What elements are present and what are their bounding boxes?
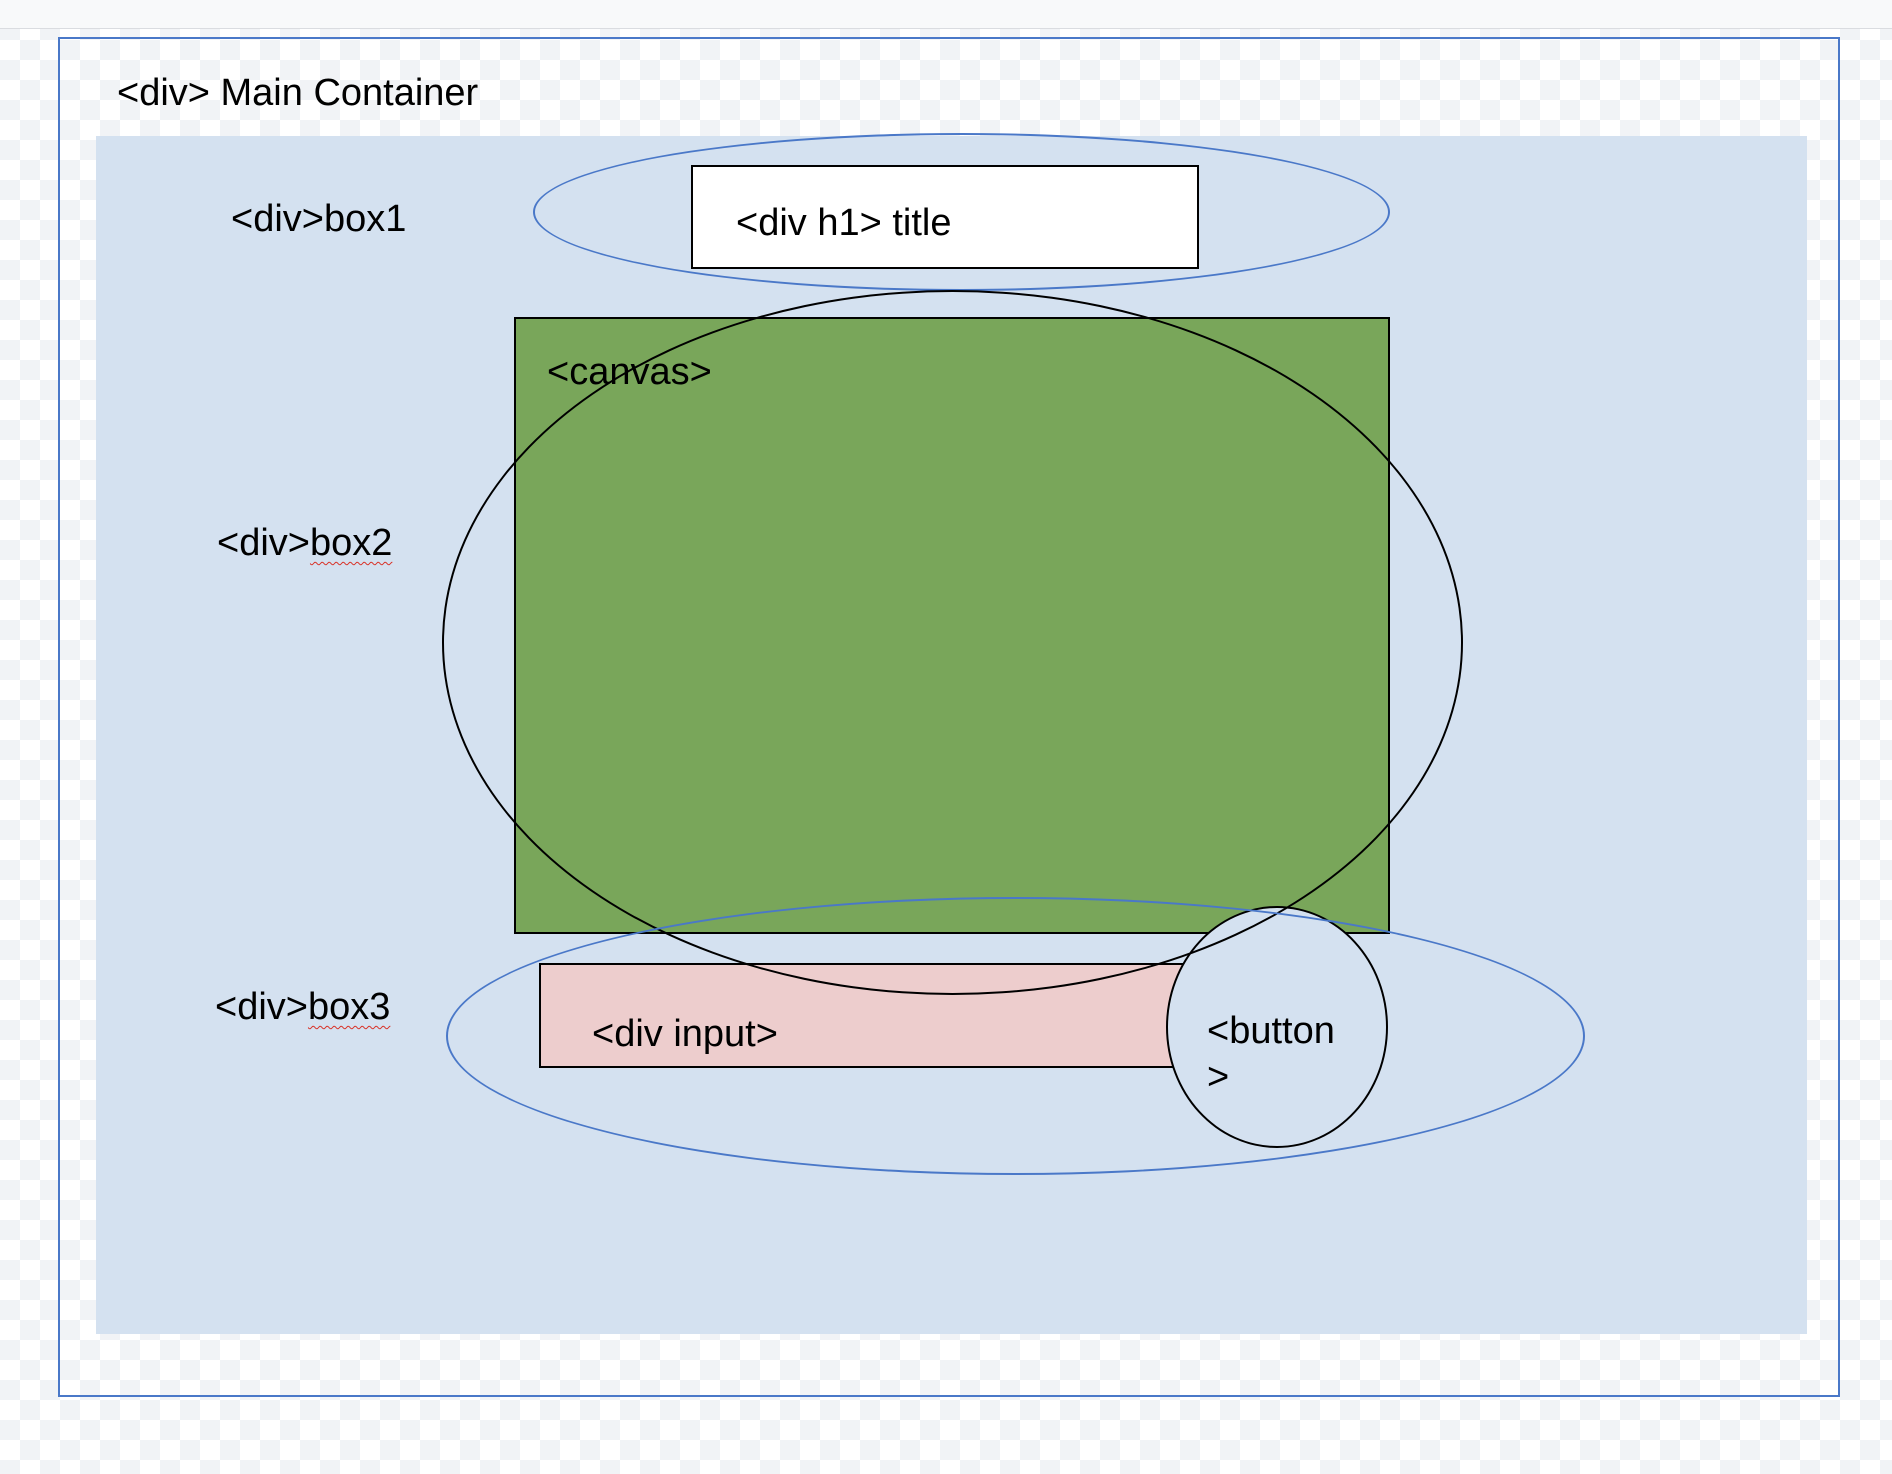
box3-label: <div>box3	[215, 986, 390, 1029]
box2-label-word: box2	[309, 522, 393, 564]
box3-label-prefix: <div>	[215, 986, 308, 1028]
main-container-label: <div> Main Container	[117, 72, 479, 114]
box3-ellipse	[446, 897, 1585, 1175]
box1-label-prefix: <div>	[231, 198, 324, 240]
box3-label-word: box3	[307, 986, 391, 1028]
main-container-outline	[58, 37, 1840, 1397]
box2-ellipse	[442, 290, 1463, 995]
box2-label: <div>box2	[217, 522, 392, 565]
box1-label-word: box1	[323, 198, 407, 240]
top-bar	[0, 0, 1892, 29]
box2-label-prefix: <div>	[217, 522, 310, 564]
box1-label: <div>box1	[231, 198, 406, 241]
box1-ellipse	[533, 133, 1390, 291]
